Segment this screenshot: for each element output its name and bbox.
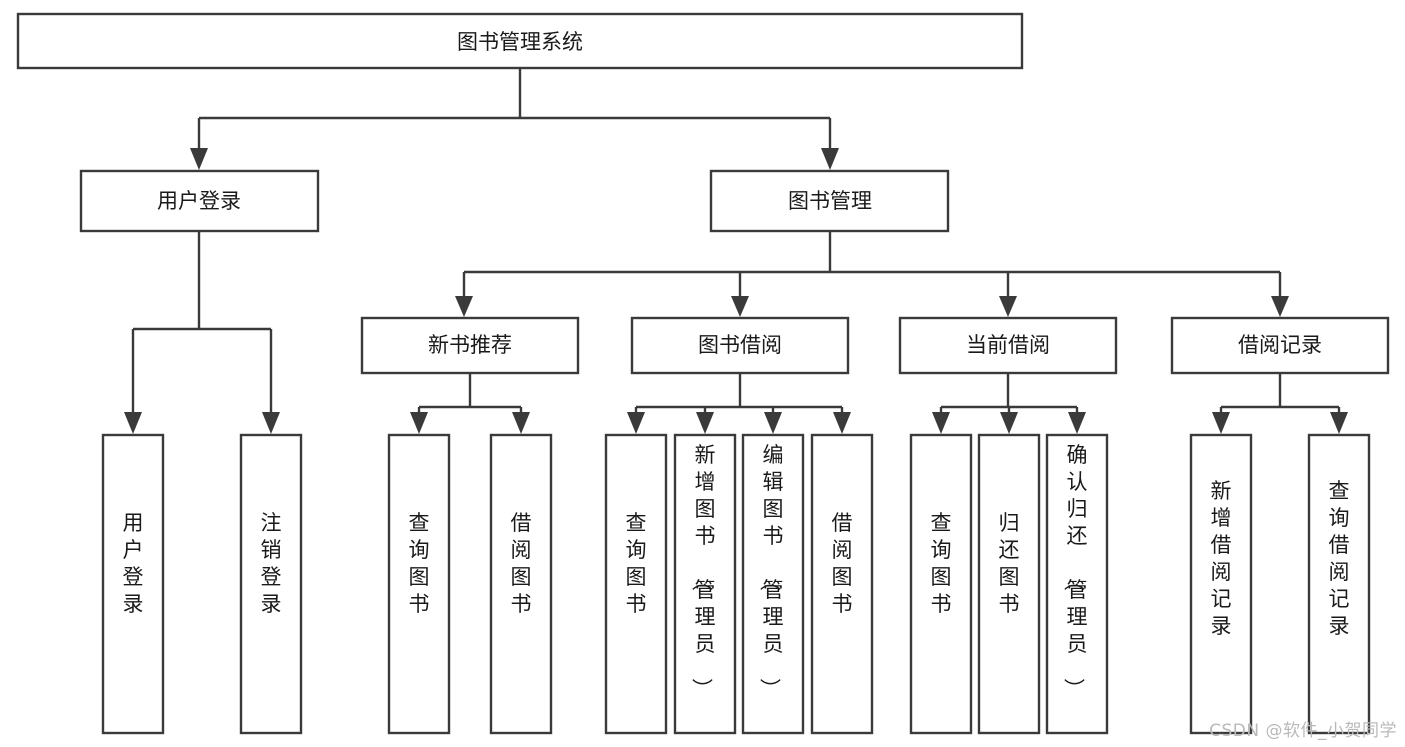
leaf-node-layer: 用户登录 注销登录 查询图书 借阅图书 查询图书 新增图书（管理员） [101, 433, 1371, 735]
node-leaf-query-record[interactable]: 查询借阅记录 [1307, 433, 1371, 735]
node-leaf-add-book-label: 新增图书（管理员） [690, 443, 716, 699]
node-leaf-logout-login[interactable]: 注销登录 [239, 433, 303, 735]
node-leaf-return-book[interactable]: 归还图书 [977, 433, 1041, 735]
node-leaf-add-book-box[interactable] [673, 433, 737, 735]
node-leaf-edit-book-box[interactable] [741, 433, 805, 735]
arrow-to-book-management-icon [821, 148, 839, 170]
node-leaf-borrow-book-2[interactable]: 借阅图书 [810, 433, 874, 735]
arrow-leaf-add-book-icon [696, 412, 714, 434]
node-borrow-record[interactable]: 借阅记录 [1170, 316, 1390, 375]
node-leaf-edit-book[interactable]: 编辑图书（管理员） [741, 433, 805, 735]
node-leaf-confirm-return-label: 确认归还（管理员） [1062, 443, 1088, 699]
node-leaf-add-record[interactable]: 新增借阅记录 [1189, 433, 1253, 735]
node-book-management-label: 图书管理 [788, 189, 872, 213]
node-leaf-query-record-label: 查询借阅记录 [1329, 479, 1350, 638]
node-user-login-label: 用户登录 [157, 189, 241, 213]
node-current-borrow[interactable]: 当前借阅 [898, 316, 1118, 375]
arrow-leaf-user-login-icon [124, 412, 142, 434]
csdn-watermark: CSDN @软件_小贺同学 [1209, 721, 1397, 741]
node-leaf-confirm-return-box[interactable] [1045, 433, 1109, 735]
node-user-login[interactable]: 用户登录 [79, 169, 320, 233]
arrow-to-borrow-record-icon [1271, 296, 1289, 317]
node-leaf-borrow-book-2-label: 借阅图书 [832, 511, 853, 616]
arrow-leaf-borrow-book-2-icon [833, 412, 851, 434]
node-leaf-query-book-1[interactable]: 查询图书 [387, 433, 451, 735]
connector-layer [124, 68, 1348, 434]
node-leaf-query-book-3[interactable]: 查询图书 [909, 433, 973, 735]
arrow-to-book-borrow-icon [731, 296, 749, 317]
arrow-leaf-return-book-icon [1000, 412, 1018, 434]
node-book-management[interactable]: 图书管理 [709, 169, 950, 233]
node-leaf-query-book-2[interactable]: 查询图书 [604, 433, 668, 735]
node-leaf-borrow-book-1-box[interactable] [489, 433, 553, 735]
node-leaf-logout-login-label: 注销登录 [261, 511, 282, 616]
node-new-book-recommend-box[interactable] [360, 316, 580, 375]
node-leaf-borrow-book-1-label: 借阅图书 [511, 511, 532, 616]
node-leaf-query-book-3-label: 查询图书 [931, 511, 952, 616]
node-leaf-confirm-return[interactable]: 确认归还（管理员） [1045, 433, 1109, 735]
node-current-borrow-box[interactable] [898, 316, 1118, 375]
arrow-leaf-edit-book-icon [764, 412, 782, 434]
arrow-leaf-confirm-return-icon [1068, 412, 1086, 434]
node-book-borrow[interactable]: 图书借阅 [630, 316, 850, 375]
node-leaf-logout-login-box[interactable] [239, 433, 303, 735]
node-leaf-user-login[interactable]: 用户登录 [101, 433, 165, 735]
node-leaf-return-book-label: 归还图书 [999, 511, 1020, 616]
node-leaf-query-book-3-box[interactable] [909, 433, 973, 735]
node-leaf-query-book-2-box[interactable] [604, 433, 668, 735]
node-leaf-add-record-box[interactable] [1189, 433, 1253, 735]
node-leaf-return-book-box[interactable] [977, 433, 1041, 735]
node-leaf-query-book-2-label: 查询图书 [626, 511, 647, 616]
node-current-borrow-label: 当前借阅 [966, 333, 1050, 357]
node-leaf-query-book-1-label: 查询图书 [409, 511, 430, 616]
node-user-login-box[interactable] [79, 169, 320, 233]
node-leaf-user-login-label: 用户登录 [123, 511, 144, 616]
arrow-leaf-query-book-2-icon [627, 412, 645, 434]
node-new-book-recommend[interactable]: 新书推荐 [360, 316, 580, 375]
node-borrow-record-label: 借阅记录 [1238, 333, 1322, 357]
node-leaf-query-book-1-box[interactable] [387, 433, 451, 735]
node-book-management-box[interactable] [709, 169, 950, 233]
node-new-book-recommend-label: 新书推荐 [428, 333, 512, 357]
arrow-leaf-query-record-icon [1330, 412, 1348, 434]
node-root-system[interactable]: 图书管理系统 [16, 12, 1024, 70]
node-leaf-borrow-book-2-box[interactable] [810, 433, 874, 735]
node-leaf-query-record-box[interactable] [1307, 433, 1371, 735]
arrow-leaf-query-book-1-icon [410, 412, 428, 434]
node-borrow-record-box[interactable] [1170, 316, 1390, 375]
arrow-leaf-borrow-book-1-icon [512, 412, 530, 434]
node-leaf-user-login-box[interactable] [101, 433, 165, 735]
arrow-to-current-borrow-icon [999, 296, 1017, 317]
node-root-system-label: 图书管理系统 [457, 30, 583, 54]
node-book-borrow-label: 图书借阅 [698, 333, 782, 357]
node-book-borrow-box[interactable] [630, 316, 850, 375]
node-leaf-add-book[interactable]: 新增图书（管理员） [673, 433, 737, 735]
node-leaf-add-record-label: 新增借阅记录 [1211, 479, 1232, 638]
arrow-leaf-logout-login-icon [262, 412, 280, 434]
arrow-leaf-query-book-3-icon [932, 412, 950, 434]
arrow-to-user-login-icon [190, 148, 208, 170]
node-root-system-box[interactable] [16, 12, 1024, 70]
node-leaf-borrow-book-1[interactable]: 借阅图书 [489, 433, 553, 735]
node-leaf-edit-book-label: 编辑图书（管理员） [758, 443, 784, 699]
arrow-leaf-add-record-icon [1212, 412, 1230, 434]
arrow-to-new-book-recommend-icon [455, 296, 473, 317]
